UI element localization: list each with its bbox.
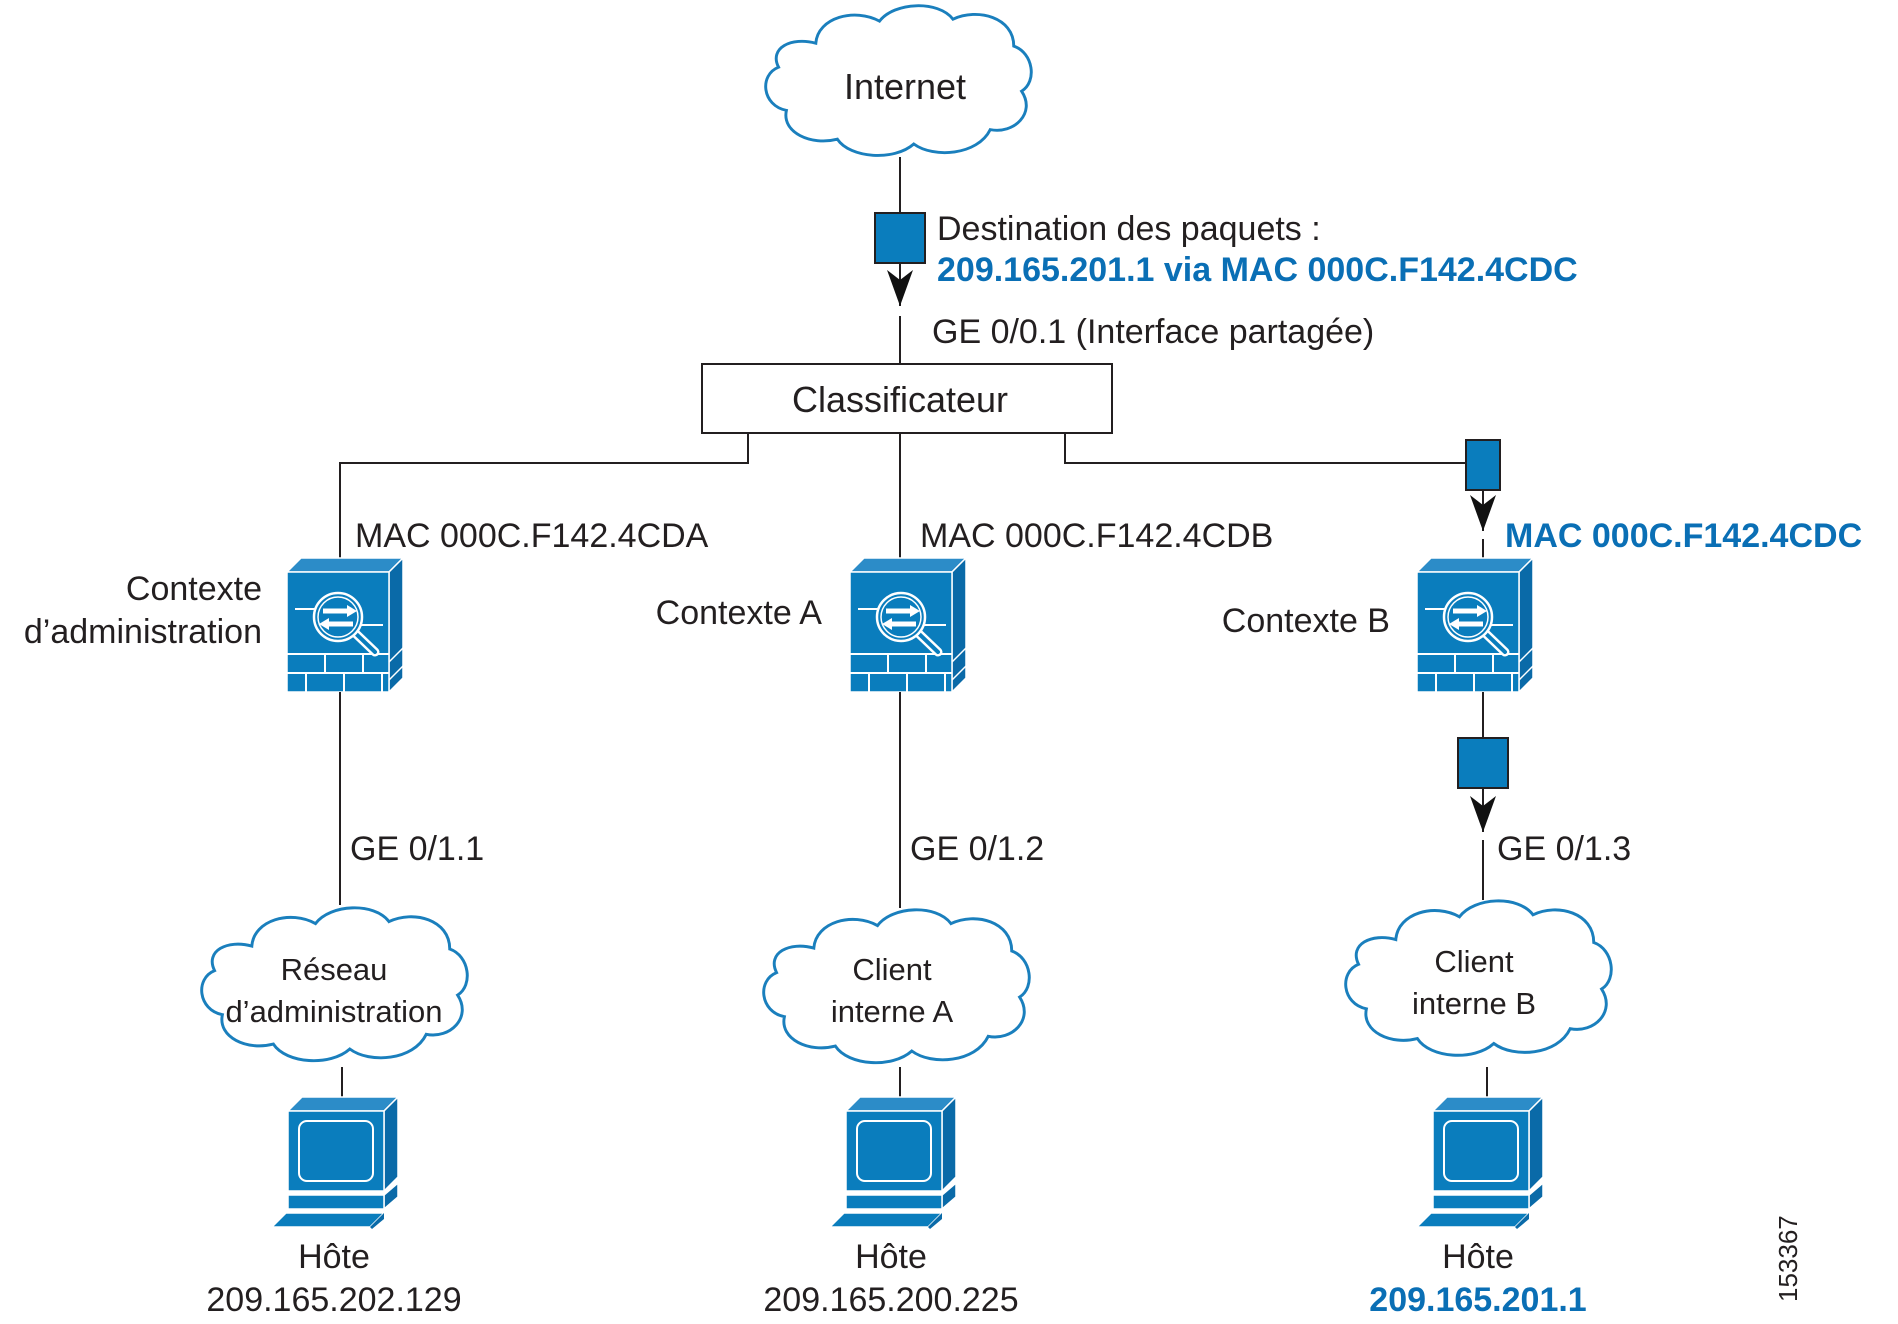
- network-admin-line2: d’administration: [225, 994, 442, 1029]
- host-label-a: Hôte: [855, 1238, 927, 1276]
- host-ip-admin: 209.165.202.129: [206, 1281, 461, 1319]
- mac-label-a: MAC 000C.F142.4CDB: [920, 517, 1273, 555]
- packet-destination-title: Destination des paquets :: [937, 210, 1321, 248]
- branch-link-admin: [339, 433, 749, 558]
- shared-interface-label: GE 0/0.1 (Interface partagée): [932, 313, 1374, 351]
- context-b: Contexte B GE 0/1.3 Client interne B Hôt…: [1222, 558, 1631, 1319]
- network-a-line1: Client: [852, 952, 932, 987]
- internet-cloud: Internet: [764, 4, 1033, 157]
- context-admin-name-line2: d’administration: [24, 613, 262, 651]
- context-admin: Contexte d’administration GE 0/1.1 Résea…: [24, 558, 484, 1319]
- host-label-b: Hôte: [1442, 1238, 1514, 1276]
- network-b-line1: Client: [1434, 944, 1514, 979]
- host-ip-a: 209.165.200.225: [763, 1281, 1018, 1319]
- internet-label: Internet: [844, 66, 966, 107]
- firewall-icon: [850, 558, 966, 692]
- host-label-admin: Hôte: [298, 1238, 370, 1276]
- context-admin-name-line1: Contexte: [126, 570, 262, 608]
- computer-icon: [271, 1096, 399, 1230]
- context-a: Contexte A GE 0/1.2 Client interne A Hôt…: [656, 558, 1044, 1319]
- firewall-icon: [287, 558, 403, 692]
- context-a-name: Contexte A: [656, 594, 823, 632]
- classifier-label: Classificateur: [792, 379, 1008, 420]
- mac-label-b: MAC 000C.F142.4CDC: [1505, 517, 1862, 555]
- interface-label-admin: GE 0/1.1: [350, 830, 484, 868]
- packet-icon: [1457, 737, 1509, 789]
- network-a-line2: interne A: [831, 994, 954, 1029]
- host-ip-b: 209.165.201.1: [1369, 1281, 1586, 1319]
- network-b-line2: interne B: [1412, 986, 1536, 1021]
- interface-label-b: GE 0/1.3: [1497, 830, 1631, 868]
- firewall-icon: [1417, 558, 1533, 692]
- computer-icon: [1416, 1096, 1544, 1230]
- interface-label-a: GE 0/1.2: [910, 830, 1044, 868]
- context-b-name: Contexte B: [1222, 602, 1390, 640]
- figure-id: 153367: [1773, 1215, 1803, 1302]
- computer-icon: [829, 1096, 957, 1230]
- classifier-box: Classificateur: [701, 363, 1113, 434]
- packet-icon: [1465, 439, 1501, 491]
- mac-label-admin: MAC 000C.F142.4CDA: [355, 517, 709, 555]
- packet-destination-detail: 209.165.201.1 via MAC 000C.F142.4CDC: [937, 251, 1578, 289]
- network-admin-line1: Réseau: [281, 952, 388, 987]
- packet-icon: [874, 212, 926, 264]
